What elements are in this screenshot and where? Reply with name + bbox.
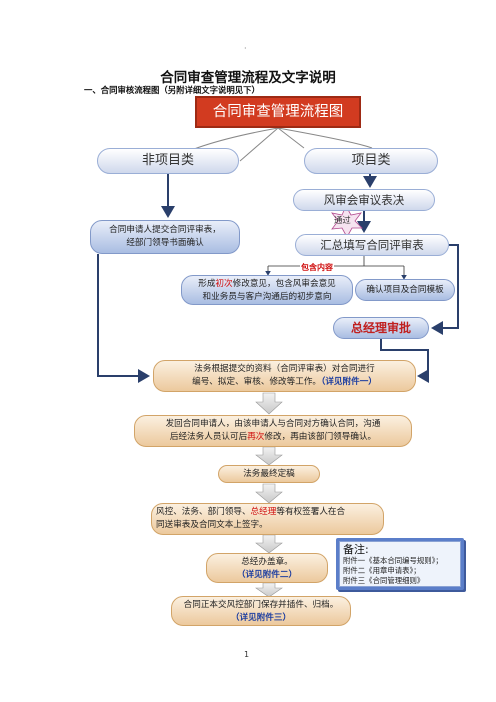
passed-label: 通过: [334, 215, 351, 225]
project-node: 项目类: [304, 148, 438, 174]
signatories-node: 风控、法务、部门领导、总经理等有权签署人在合 同送审表及合同文本上签字。: [151, 503, 384, 535]
opinion-line-1: 形成初次修改意见，包含风审会意见: [198, 279, 336, 289]
office-seal-node: 总经办盖章。 （详见附件二）: [206, 553, 328, 583]
archive-line-1: 合同正本交风控部门保存并插件、归档。: [183, 600, 339, 610]
legal-line-2: 编号、拟定、审核、修改等工作。（详见附件一）: [192, 377, 377, 387]
remarks-title: 备注:: [343, 543, 369, 556]
summary-review-form-node: 汇总填写合同评审表: [295, 234, 449, 256]
section-heading: 一、合同审核流程图（另附详细文字说明见下）: [84, 85, 260, 95]
return-applicant-node: 发回合同申请人，由该申请人与合同对方确认合同，沟通 后经法务人员认可后再次修改，…: [134, 415, 412, 447]
block-arrow-4: [255, 534, 283, 554]
remarks-content: 备注: 附件一《基本合同编号规则》； 附件二《用章申请表》； 附件三《合同管理细…: [339, 541, 461, 587]
block-arrow-2: [255, 446, 283, 466]
document-title: 合同审查管理流程及文字说明: [160, 70, 336, 86]
opinion-line-2: 和业务员与客户沟通后的初步意向: [202, 292, 332, 302]
legal-review-node: 法务根据提交的资料（合同评审表）对合同进行 编号、拟定、审核、修改等工作。（详见…: [153, 360, 416, 392]
applicant-line-1: 合同申请人提交合同评审表，: [109, 225, 221, 235]
risk-committee-vote-node: 风审会审议表决: [293, 189, 435, 211]
remarks-line: 附件一《基本合同编号规则》；: [343, 556, 443, 565]
applicant-submit-node: 合同申请人提交合同评审表， 经部门领导书面确认: [90, 220, 240, 254]
block-arrow-3: [255, 483, 283, 504]
remarks-box: 备注: 附件一《基本合同编号规则》； 附件二《用章申请表》； 附件三《合同管理细…: [336, 538, 464, 590]
feedback-line-1: 发回合同申请人，由该申请人与合同对方确认合同，沟通: [165, 419, 381, 429]
feedback-line-2: 后经法务人员认可后再次修改，再由该部门领导确认。: [169, 432, 377, 442]
archive-node: 合同正本交风控部门保存并插件、归档。 （详见附件三）: [171, 596, 351, 626]
initial-opinion-node: 形成初次修改意见，包含风审会意见 和业务员与客户沟通后的初步意向: [181, 275, 353, 305]
non-project-node: 非项目类: [97, 148, 239, 174]
block-arrow-5: [255, 582, 283, 598]
archive-line-2: （详见附件三）: [230, 613, 292, 623]
page-number: 1: [244, 650, 250, 659]
confirm-template-node: 确认项目及合同模板: [355, 279, 455, 301]
sign-line-1: 风控、法务、部门领导、总经理等有权签署人在合: [156, 507, 346, 517]
legal-line-1: 法务根据提交的资料（合同评审表）对合同进行: [194, 364, 375, 374]
legal-finalize-node: 法务最终定稿: [218, 465, 320, 483]
applicant-line-2: 经部门领导书面确认: [126, 238, 204, 248]
sign-line-2: 同送审表及合同文本上签字。: [156, 520, 268, 530]
general-manager-approval-node: 总经理审批: [333, 317, 429, 339]
flowchart-title-box: 合同审查管理流程图: [195, 96, 361, 128]
block-arrow-1: [255, 392, 283, 415]
header-dot: ·: [244, 44, 247, 53]
seal-line-1: 总经办盖章。: [241, 557, 293, 567]
seal-line-2: （详见附件二）: [236, 570, 298, 580]
includes-label: 包含内容: [300, 262, 334, 273]
remarks-line: 附件三《合同管理细则》: [343, 576, 425, 585]
remarks-line: 附件二《用章申请表》；: [343, 566, 421, 575]
